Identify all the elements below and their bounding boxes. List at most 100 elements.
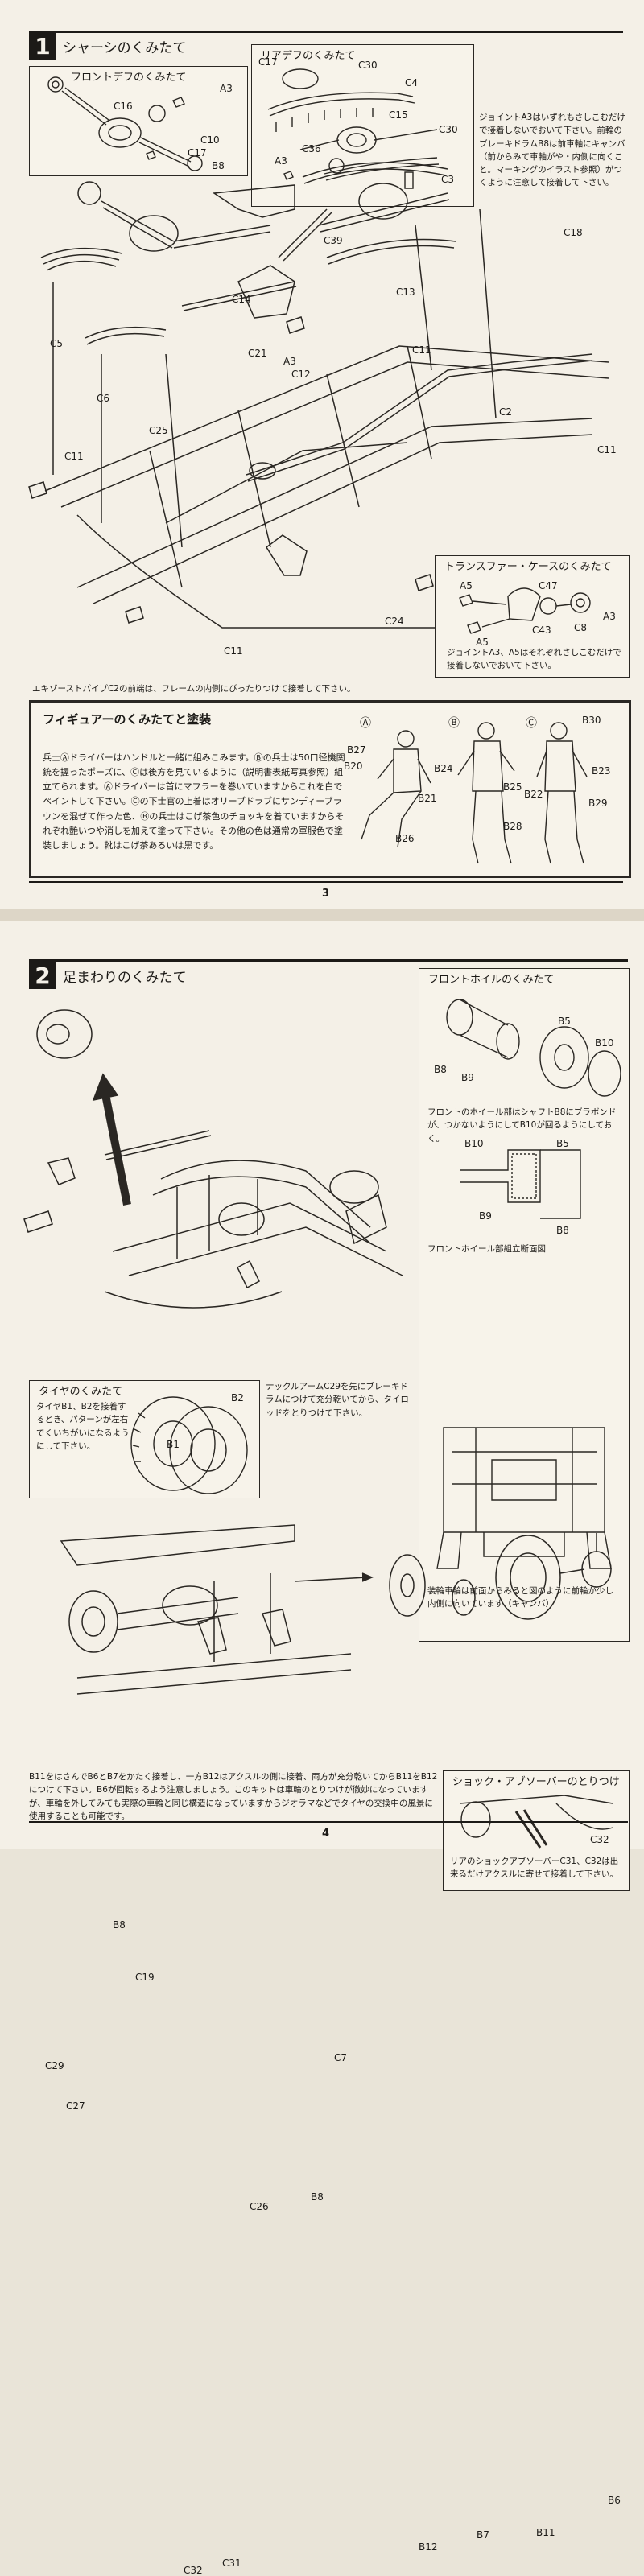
part-label: C26 (250, 2201, 269, 2212)
part-label: B12 (419, 2541, 438, 2553)
part-label: C36 (302, 143, 321, 155)
tire-note: タイヤB1、B2を接着するとき、パターンが左右でくいちがいになるようにして下さい… (36, 1402, 130, 1451)
part-label: C11 (412, 344, 431, 356)
part-label: C14 (232, 294, 251, 305)
figure-box-title: フィギュアーのくみたてと塗装 (43, 712, 212, 727)
part-label: B24 (434, 763, 453, 774)
page-bottom-rule (29, 1821, 628, 1823)
page-bottom-rule (29, 881, 623, 883)
part-label: C10 (200, 134, 220, 146)
chassis-illustration (29, 209, 625, 684)
part-label: B21 (418, 793, 437, 804)
part-label: C12 (291, 369, 311, 380)
part-label: B7 (477, 2529, 489, 2541)
tire-box: タイヤのくみたて タイヤB1、B2を接着するとき、パターンが左右でくいちがいにな… (29, 1380, 260, 1498)
soldier-figures (31, 703, 629, 876)
manual-page-4: 2 足まわりのくみたて (0, 921, 644, 2576)
page-gap (0, 909, 644, 921)
part-label: C21 (248, 348, 267, 359)
part-label: C27 (66, 2100, 85, 2112)
part-label: C17 (258, 56, 278, 68)
part-label: B29 (588, 798, 608, 809)
page-number: 3 (322, 888, 330, 900)
part-label: C5 (50, 338, 64, 349)
figure-marker-a: Ⓐ (360, 717, 371, 730)
shock-absorber-box: ショック・アブソーバーのとりつけ C32 リアのショックアブソーバーC31、C3… (443, 1770, 630, 1891)
part-label: C15 (389, 109, 408, 121)
part-label: B30 (582, 715, 601, 726)
page-number: 4 (322, 1828, 330, 1840)
part-label: C30 (358, 60, 378, 71)
part-label: B8 (434, 1064, 447, 1075)
part-label: A5 (460, 580, 473, 591)
part-label: B9 (479, 1210, 492, 1222)
part-label: B1 (167, 1439, 180, 1450)
rear-axle-illustration (29, 1509, 628, 1758)
figure-box: フィギュアーのくみたてと塗装 兵士Ⓐドライバーはハンドルと一緒に組みこみます。Ⓑ… (29, 700, 631, 878)
step-title: 足まわりのくみたて (63, 969, 187, 986)
part-label: C31 (222, 2557, 242, 2569)
page-top-rule (29, 31, 623, 33)
step-number: 2 (29, 962, 56, 989)
rear-diff-title: リアデフのくみたて (258, 47, 358, 62)
part-label: A5 (476, 637, 489, 648)
part-label: C17 (188, 147, 207, 159)
part-label: C32 (184, 2565, 203, 2576)
front-diff-title: フロントデフのくみたて (68, 68, 189, 84)
transfer-case-box: トランスファー・ケースのくみたて A5 C47 A3 C43 C8 A5 ジョイ… (435, 555, 630, 678)
part-label: B8 (311, 2191, 324, 2203)
step-title: シャーシのくみたて (63, 39, 187, 56)
shock-illustration (444, 1771, 629, 1890)
part-label: C16 (114, 101, 133, 112)
rear-diff-box: リアデフのくみたて C17 C30 C4 C15 C30 A3 C36 C3 (251, 44, 474, 207)
part-label: C8 (574, 622, 588, 633)
part-label: C39 (324, 235, 343, 246)
part-label: C43 (532, 624, 551, 636)
part-label: C3 (441, 174, 455, 185)
part-label: A3 (283, 356, 296, 367)
part-label: B5 (558, 1016, 571, 1027)
transfer-case-illustration (436, 556, 629, 677)
tire-title: タイヤのくみたて (36, 1383, 126, 1398)
step-number: 1 (29, 32, 56, 60)
part-label: A3 (220, 83, 233, 94)
figure-marker-b: Ⓑ (448, 717, 460, 730)
part-label: B9 (461, 1072, 474, 1083)
front-wheel-note: フロントのホイール部はシャフトB8にブラボンドが、つかないようにしてB10が回る… (427, 1107, 617, 1144)
figure-box-text: 兵士Ⓐドライバーはハンドルと一緒に組みこみます。Ⓑの兵士は50口径機関銃を握った… (43, 752, 345, 851)
part-label: C11 (64, 451, 84, 462)
part-label: B22 (524, 789, 543, 800)
part-label: C32 (590, 1834, 609, 1845)
suspension-illustration (16, 986, 419, 1332)
front-wheel-title: フロントホイルのくみたて (426, 971, 557, 986)
part-label: C29 (45, 2060, 64, 2071)
knuckle-note: ナックルアームC29を先にブレーキドラムにつけて充分乾いてから、タイロッドをとり… (266, 1382, 409, 1418)
joint-note: ジョイントA3はいずれもさしこむだけで接着しないでおいて下さい。前輪のブレーキド… (479, 113, 625, 188)
tire-illustration (30, 1381, 259, 1498)
transfer-case-title: トランスファー・ケースのくみたて (442, 558, 614, 573)
part-label: C11 (224, 645, 243, 657)
bottom-note: B11をはさんでB6とB7をかたく接着し、一方B12はアクスルの側に接着、両方が… (29, 1772, 438, 1821)
shock-note: リアのショックアブソーバーC31、C32は出来るだけアクスルに寄せて接着して下さ… (450, 1857, 619, 1880)
part-label: C11 (597, 444, 617, 455)
front-diff-illustration (30, 67, 247, 175)
front-wheel-illustration (419, 969, 629, 1641)
front-diff-box: フロントデフのくみたて A3 C16 C10 C17 B8 (29, 66, 248, 176)
part-label: B20 (344, 760, 363, 772)
part-label: B8 (113, 1919, 126, 1931)
front-wheel-box: フロントホイルのくみたて B5 B10 (419, 968, 630, 1642)
rear-diff-illustration (252, 45, 473, 206)
shock-absorber-title: ショック・アブソーバーのとりつけ (450, 1773, 622, 1788)
part-label: B6 (608, 2495, 621, 2506)
part-label: B26 (395, 833, 415, 844)
part-label: B23 (592, 765, 611, 777)
exhaust-note: エキゾーストパイプC2の前端は、フレームの内側にぴったりつけて接着して下さい。 (32, 684, 356, 694)
part-label: C18 (564, 227, 583, 238)
part-label: C7 (334, 2052, 348, 2063)
part-label: C13 (396, 286, 415, 298)
part-label: C2 (499, 406, 513, 418)
step-1-header: 1 シャーシのくみたて (29, 32, 186, 60)
part-label: B5 (556, 1138, 569, 1149)
part-label: A3 (603, 611, 616, 622)
part-label: C24 (385, 616, 404, 627)
